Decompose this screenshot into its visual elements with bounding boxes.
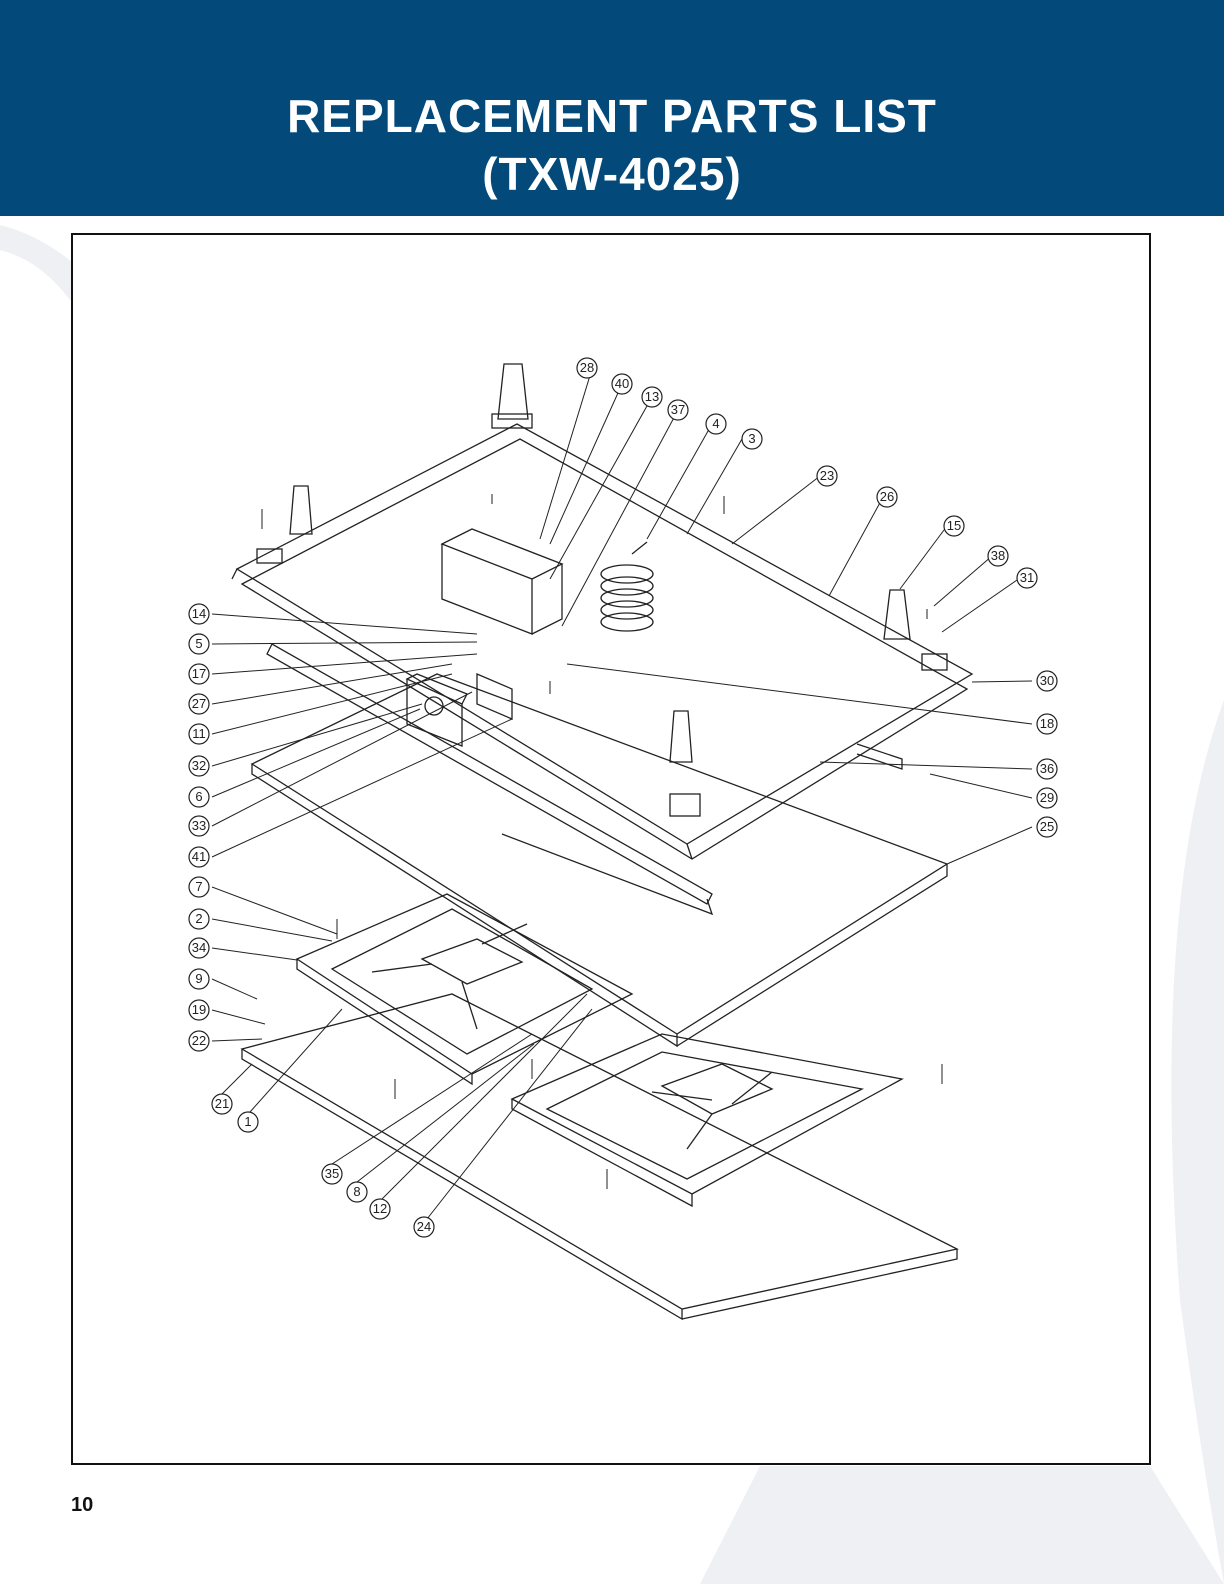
- page-title: REPLACEMENT PARTS LIST: [0, 90, 1224, 142]
- callout: 8: [353, 1184, 360, 1199]
- callout: 9: [195, 971, 202, 986]
- callout: 36: [1040, 761, 1054, 776]
- callout: 11: [192, 726, 206, 741]
- callout: 30: [1040, 673, 1054, 688]
- coiled-cable: [601, 542, 653, 631]
- rail-left: [267, 644, 712, 904]
- callout: 13: [645, 389, 659, 404]
- callout: 31: [1020, 570, 1034, 585]
- page-number: 10: [71, 1494, 93, 1517]
- callout: 17: [192, 666, 206, 681]
- callout: 3: [748, 431, 755, 446]
- callout: 28: [580, 360, 594, 375]
- callout: 14: [192, 606, 206, 621]
- callout: 26: [880, 489, 894, 504]
- callout: 37: [671, 402, 685, 417]
- callout: 41: [192, 849, 206, 864]
- callout: 35: [325, 1166, 339, 1181]
- callout: 4: [712, 416, 719, 431]
- top-plate: [252, 674, 947, 1046]
- callout: 38: [991, 548, 1005, 563]
- callout: 34: [192, 940, 206, 955]
- callout: 32: [192, 758, 206, 773]
- callout: 40: [615, 376, 629, 391]
- callout: 27: [192, 696, 206, 711]
- callout: 25: [1040, 819, 1054, 834]
- parts-exploded-diagram: 28 40 13 37 4 3 23 26 15 38 31 30 18 36 …: [72, 234, 1150, 1464]
- callout: 1: [244, 1114, 251, 1129]
- leveling-feet: [257, 364, 947, 816]
- callout: 18: [1040, 716, 1054, 731]
- callout: 7: [195, 879, 202, 894]
- rail-right: [857, 744, 902, 769]
- callout: 19: [192, 1002, 206, 1017]
- callout: 21: [215, 1096, 229, 1111]
- callout: 23: [820, 468, 834, 483]
- callout: 12: [373, 1201, 387, 1216]
- callout: 29: [1040, 790, 1054, 805]
- page-subtitle: (TXW-4025): [0, 148, 1224, 200]
- callout: 24: [417, 1219, 431, 1234]
- callout: 6: [195, 789, 202, 804]
- callout: 2: [195, 911, 202, 926]
- callout: 22: [192, 1033, 206, 1048]
- callout: 15: [947, 518, 961, 533]
- left-scale-frame: [297, 894, 632, 1084]
- callout: 33: [192, 818, 206, 833]
- right-scale-frame: [512, 1034, 902, 1206]
- callout: 5: [195, 636, 202, 651]
